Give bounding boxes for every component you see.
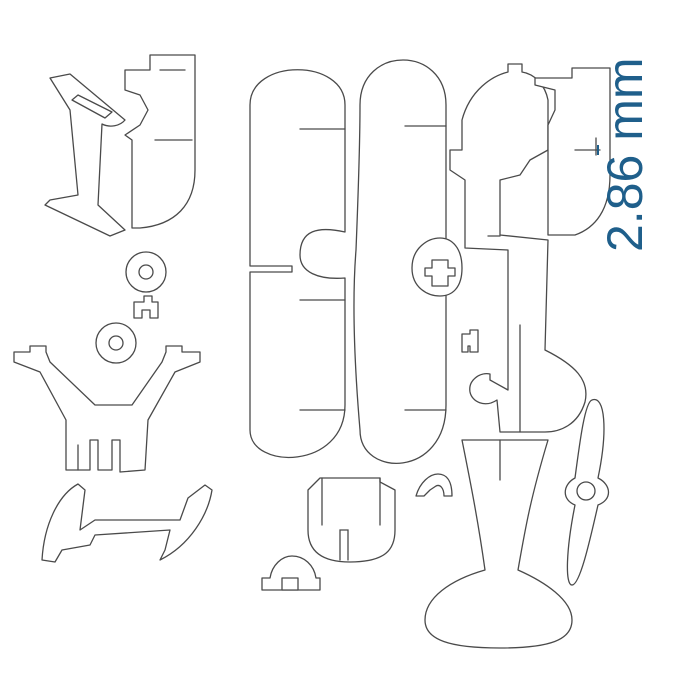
propeller-piece — [564, 399, 610, 586]
top-strut-piece — [44, 73, 126, 237]
cabane-piece — [13, 345, 201, 473]
engine-cowl-piece — [411, 237, 463, 297]
tail-boom-piece — [424, 439, 573, 649]
strut-clip-piece — [461, 329, 479, 353]
arch-piece — [261, 555, 321, 591]
washer-large — [125, 251, 167, 293]
small-clip-piece — [133, 295, 159, 319]
u-clip-piece — [415, 473, 453, 497]
lower-wing-piece — [353, 59, 447, 464]
thickness-label-text: 2.86 mm — [597, 57, 653, 252]
tail-fin-piece — [534, 67, 611, 236]
landing-gear-piece — [41, 483, 213, 563]
seat-piece — [307, 477, 396, 563]
fuselage-piece — [449, 63, 587, 433]
washer-medium — [95, 322, 137, 364]
upper-wing-piece — [249, 69, 346, 458]
side-panel-piece — [124, 54, 196, 229]
